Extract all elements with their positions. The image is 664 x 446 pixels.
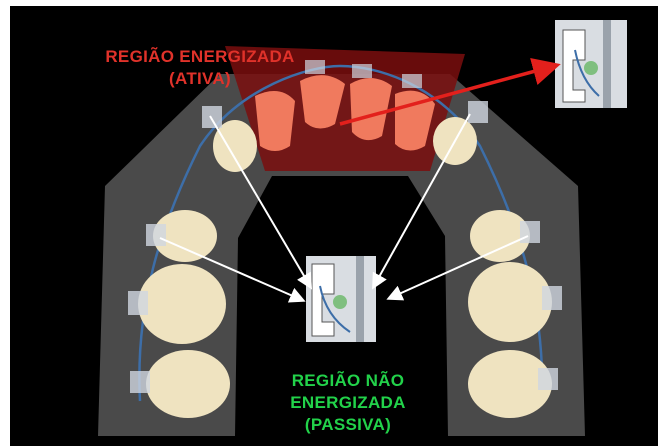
arrow-icon [159,237,306,303]
arrow-icon [386,235,529,301]
active-teeth [255,60,435,151]
passive-region-line3: (PASSIVA) [304,415,392,434]
arrow-icon [209,115,313,290]
dental-arch-diagram: REGIÃO ENERGIZADA (ATIVA) REGIÃO NÃO ENE… [10,6,658,446]
active-region-line1: REGIÃO ENERGIZADA [105,47,295,66]
active-region-label: REGIÃO ENERGIZADA (ATIVA) [80,46,320,90]
arrow-icon [339,57,561,126]
arrow-icon [372,113,471,290]
passive-region-line1: REGIÃO NÃO [291,371,405,390]
right-teeth [433,101,562,418]
active-region-line2: (ATIVA) [169,69,231,88]
bracket-detail-active-icon [555,20,627,108]
left-teeth [128,106,257,418]
passive-region-line2: ENERGIZADA [290,393,406,412]
bracket-detail-passive-icon [306,256,376,342]
passive-region-label: REGIÃO NÃO ENERGIZADA (PASSIVA) [268,370,428,436]
arch-illustration [98,20,627,436]
